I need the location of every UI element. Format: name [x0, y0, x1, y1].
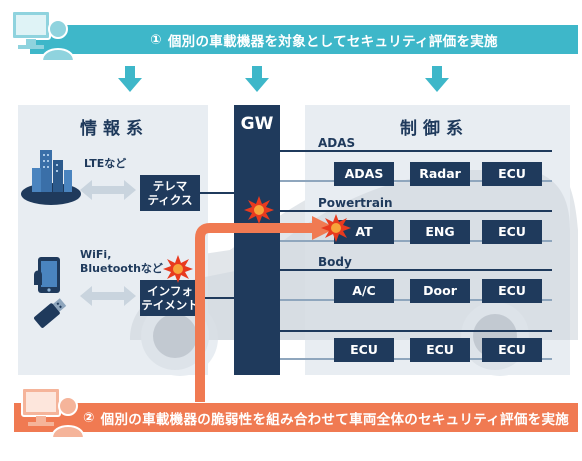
telematics-node: テレマ ティクス: [140, 175, 200, 211]
cityscape-icon: [21, 150, 81, 205]
infotainment-line-1: インフォ: [147, 284, 193, 298]
node-adas: ADAS: [334, 162, 394, 186]
infotainment-link: [200, 297, 234, 299]
smartphone-icon: [34, 257, 60, 293]
node-ecu-1: ECU: [334, 338, 394, 362]
down-arrow-icon: [425, 66, 449, 92]
wifi-label-line-2: Bluetoothなど: [80, 262, 163, 275]
banner-step-2: ② 個別の車載機器の脆弱性を組み合わせて車両全体のセキュリティ評価を実施: [14, 403, 578, 432]
step-1-number: ①: [150, 31, 162, 48]
node-radar: Radar: [410, 162, 470, 186]
computer-user-icon: [11, 10, 76, 62]
bus-label-adas: ADAS: [318, 136, 356, 150]
node-ecu-3: ECU: [482, 338, 542, 362]
control-system-title: 制御系: [400, 119, 469, 139]
node-powertrain-ecu: ECU: [482, 220, 542, 244]
node-adas-ecu: ECU: [482, 162, 542, 186]
telematics-line-1: テレマ: [152, 179, 188, 193]
exchange-arrow-icon: [80, 180, 136, 200]
bus-line-body: [280, 269, 552, 271]
bus-line-powertrain: [280, 210, 552, 212]
node-door: Door: [410, 279, 470, 303]
infotainment-node: インフォ テイメント: [140, 280, 200, 316]
lte-label: LTEなど: [84, 157, 127, 170]
bus-label-body: Body: [318, 255, 352, 269]
node-ecu-2: ECU: [410, 338, 470, 362]
bus-line-adas: [280, 150, 552, 152]
bus-line-misc: [280, 330, 552, 332]
bus-label-powertrain: Powertrain: [318, 196, 393, 210]
node-at: AT: [334, 220, 394, 244]
computer-user-icon: [21, 387, 86, 439]
node-body-ecu: ECU: [482, 279, 542, 303]
attack-burst-icon: [244, 196, 274, 224]
down-arrow-icon: [245, 66, 269, 92]
down-arrow-icon: [118, 66, 142, 92]
telematics-link: [200, 192, 234, 194]
attack-burst-icon: [321, 214, 351, 242]
banner-step-1: ① 個別の車載機器を対象としてセキュリティ評価を実施: [30, 25, 578, 54]
node-eng: ENG: [410, 220, 470, 244]
infotainment-line-2: テイメント: [141, 298, 199, 312]
wifi-label-line-1: WiFi,: [80, 248, 112, 261]
wifi-label: WiFi, Bluetoothなど: [80, 248, 163, 276]
telematics-line-2: ティクス: [147, 193, 193, 207]
step-1-text: 個別の車載機器を対象としてセキュリティ評価を実施: [167, 33, 498, 50]
info-system-title: 情報系: [80, 119, 149, 139]
gateway-bar: [234, 105, 280, 375]
step-2-number: ②: [82, 409, 95, 426]
gateway-label: GW: [240, 114, 274, 134]
usb-drive-icon: [34, 298, 67, 328]
node-ac: A/C: [334, 279, 394, 303]
attack-burst-icon: [163, 255, 193, 283]
exchange-arrow-icon: [80, 286, 136, 306]
step-2-text: 個別の車載機器の脆弱性を組み合わせて車両全体のセキュリティ評価を実施: [100, 411, 570, 428]
